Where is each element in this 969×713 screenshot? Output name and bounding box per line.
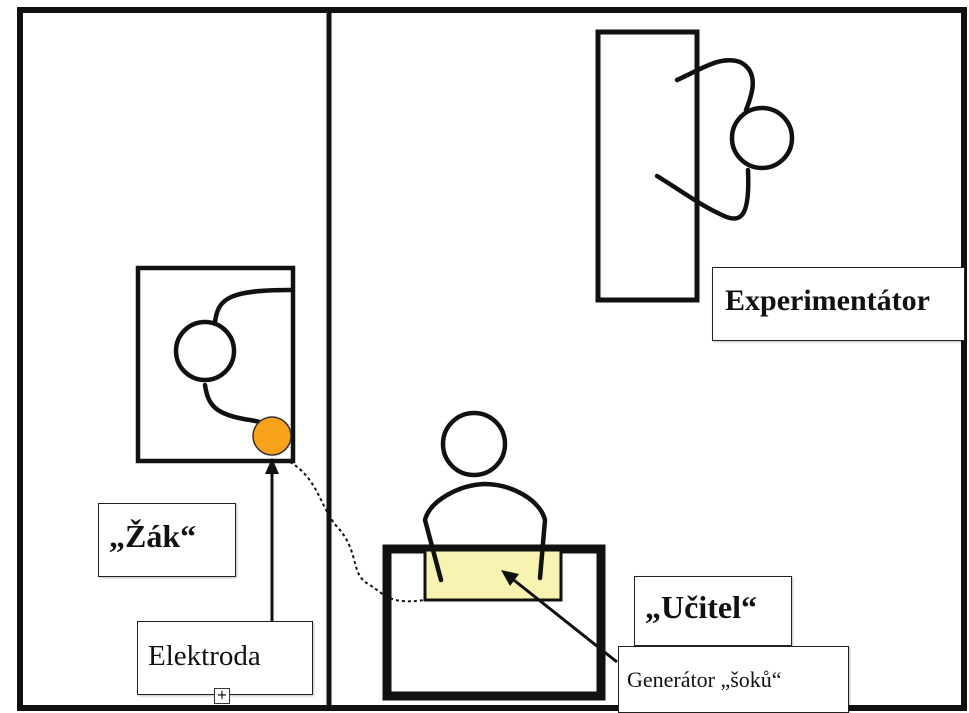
experimentator-figure [654, 58, 795, 221]
ucitel-label: „Učitel“ [634, 576, 792, 646]
experimentator-desk [595, 29, 700, 303]
generator-label: Generátor „šoků“ [618, 646, 849, 713]
outer-frame [17, 7, 967, 711]
zak-figure [173, 287, 293, 433]
ucitel-figure [422, 410, 548, 583]
experimentator-label: Experimentátor [712, 267, 965, 341]
generator-arrowhead [501, 570, 519, 586]
elektroda-label: Elektroda [137, 621, 313, 695]
electrode-marker [252, 416, 292, 456]
zak-chair [135, 265, 296, 464]
electrode-wire [289, 461, 426, 603]
zak-label: „Žák“ [98, 503, 236, 577]
elektroda-arrowhead [265, 458, 279, 474]
generator-arrow [509, 575, 618, 664]
plus-box-icon[interactable]: + [214, 688, 230, 704]
